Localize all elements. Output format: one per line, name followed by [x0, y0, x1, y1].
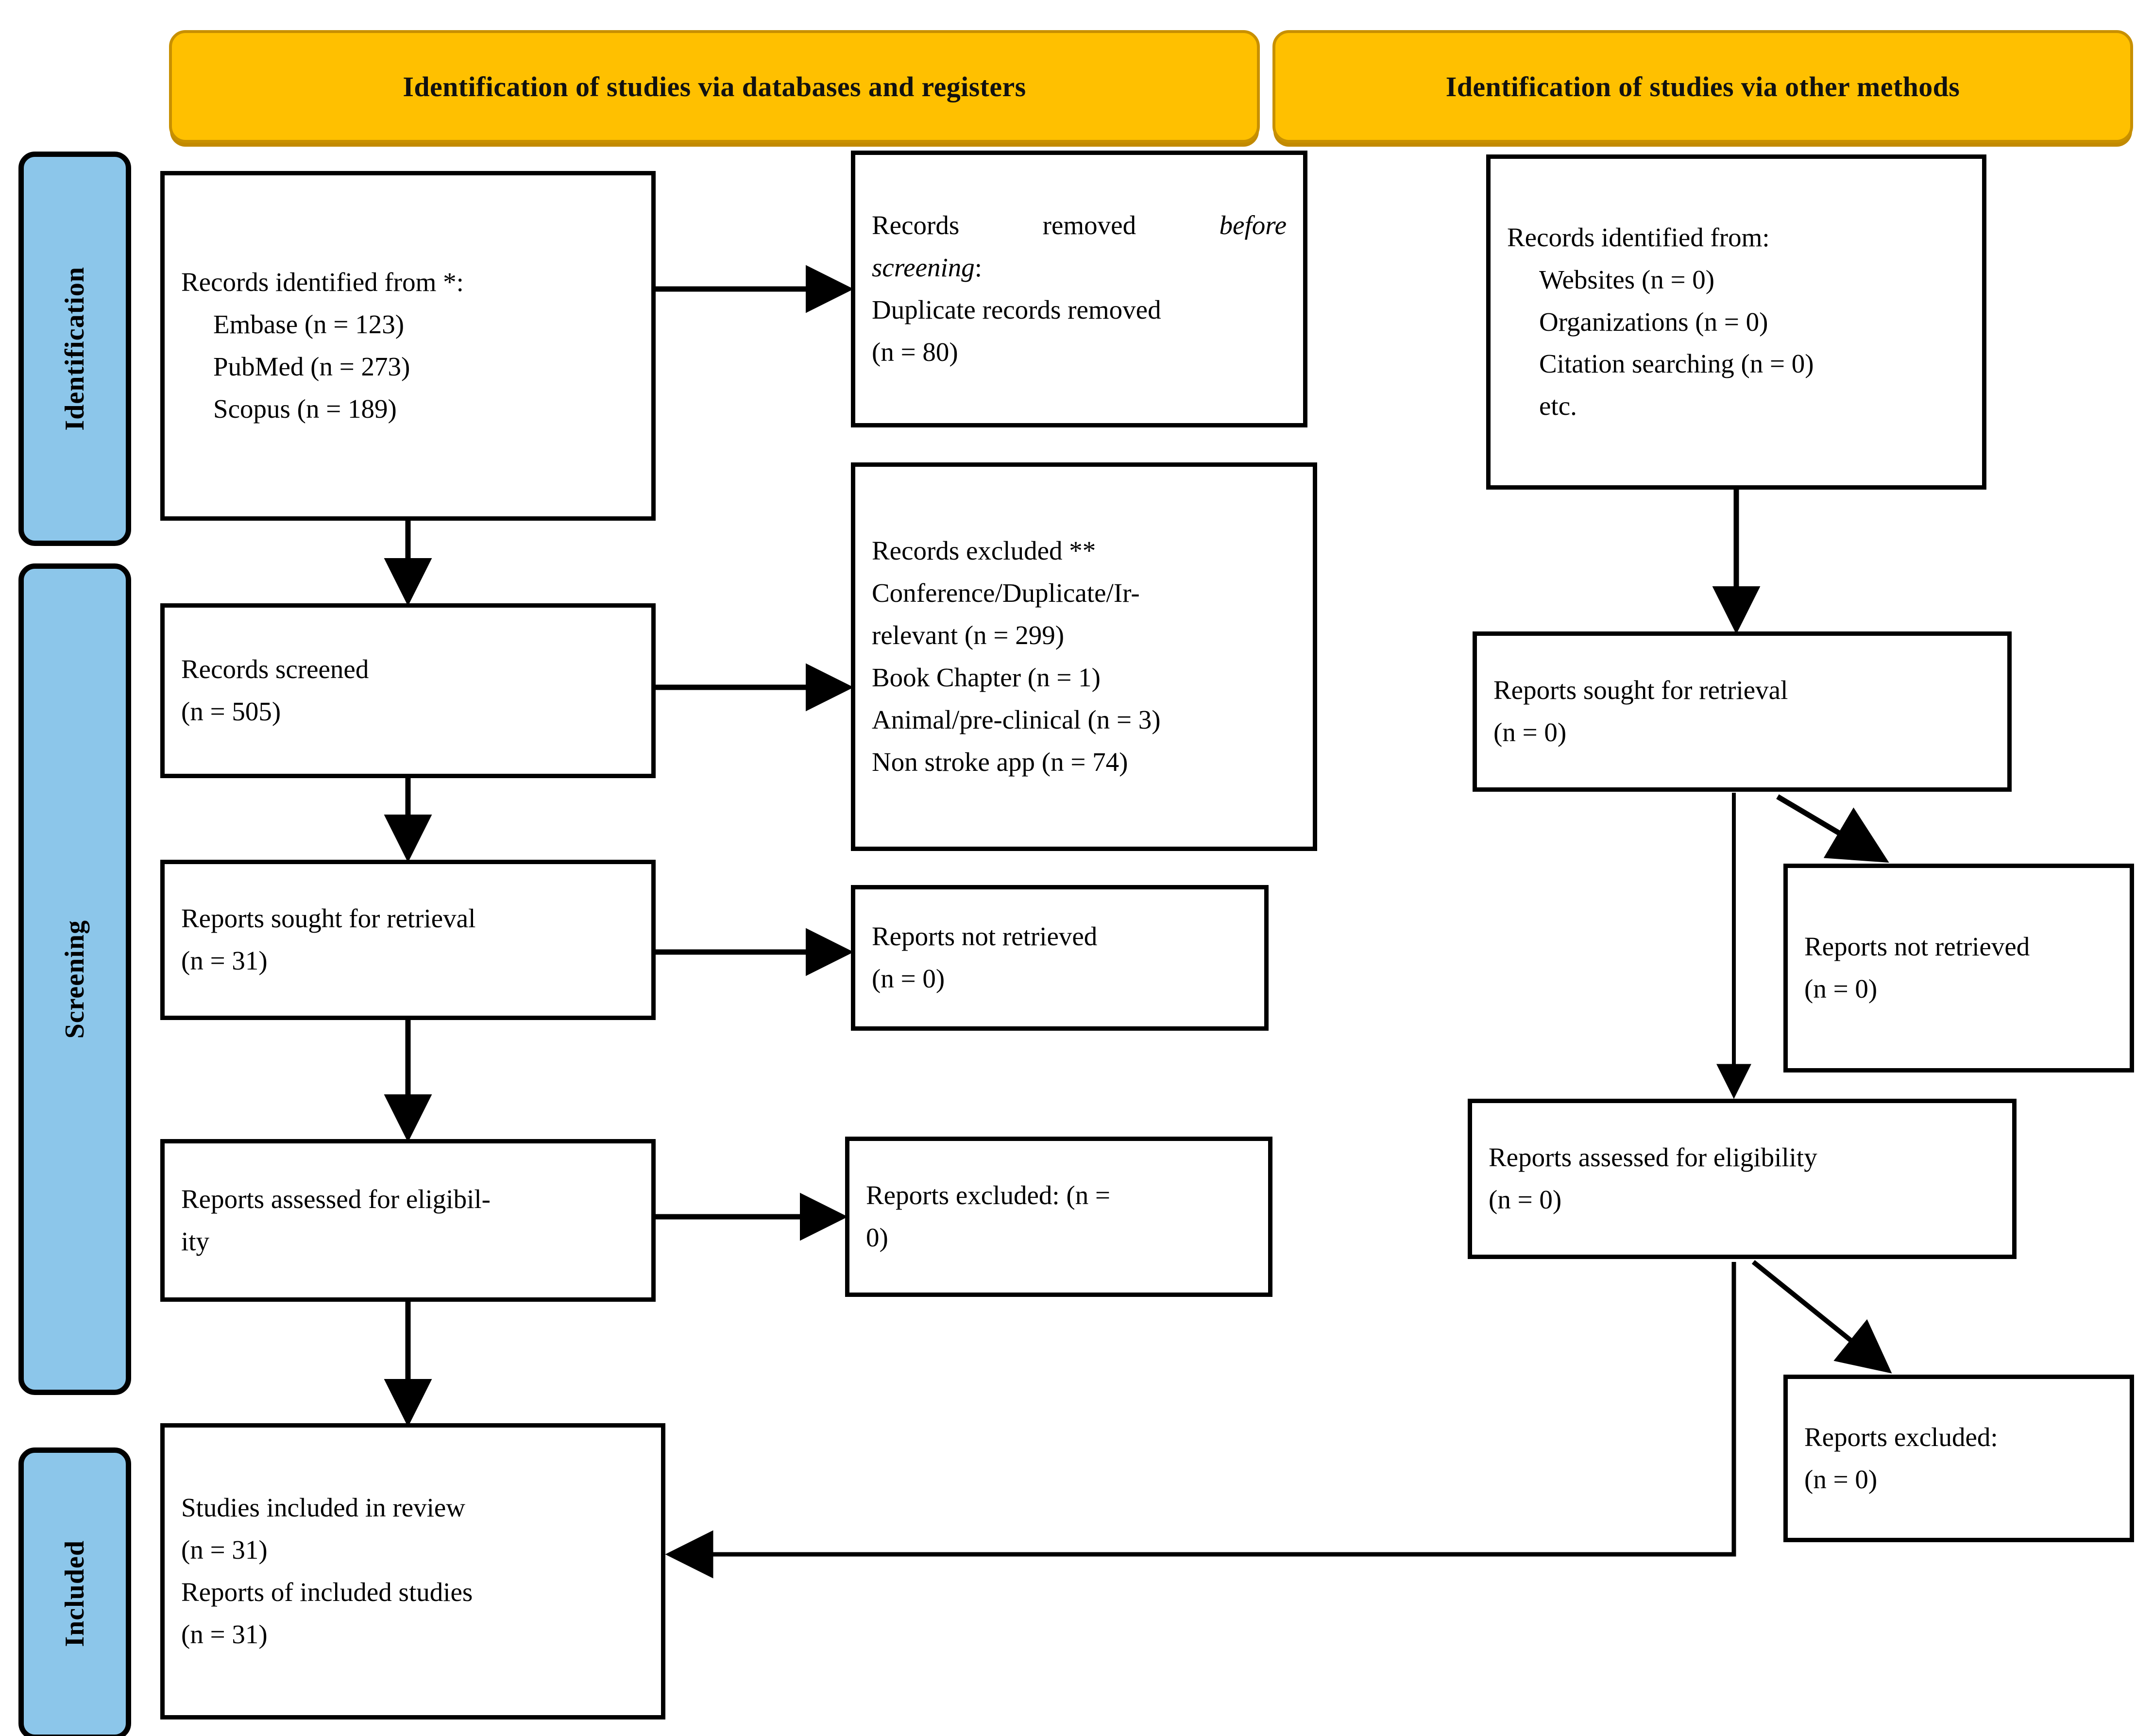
records-removed-line1: Records removed before — [872, 204, 1287, 247]
reports-not-retrieved-left-count: (n = 0) — [872, 964, 945, 993]
records-excluded-item-0: Conference/Duplicate/Ir- — [872, 578, 1140, 608]
arrow-right-assessed-to-excluded — [1751, 1260, 1892, 1374]
studies-included-line2: (n = 31) — [181, 1535, 268, 1565]
records-identified-other-item-organizations: Organizations (n = 0) — [1539, 306, 1768, 337]
records-screened-title: Records screened — [181, 654, 369, 684]
banner-other-methods: Identification of studies via other meth… — [1272, 30, 2133, 143]
box-records-removed-before-screening: Records removed before screening: Duplic… — [851, 151, 1307, 427]
box-reports-excluded-left: Reports excluded: (n = 0) — [845, 1137, 1272, 1297]
records-removed-line1-text: Records removed — [872, 210, 1220, 240]
box-reports-sought-right: Reports sought for retrieval (n = 0) — [1473, 631, 2012, 792]
records-removed-line2-tail: : — [974, 253, 983, 283]
records-identified-other-title: Records identified from: — [1507, 222, 1770, 252]
studies-included-line1: Studies included in review — [181, 1493, 466, 1523]
reports-excluded-left-line1: Reports excluded: (n = — [866, 1180, 1110, 1210]
box-reports-assessed-left: Reports assessed for eligibil- ity — [160, 1139, 656, 1302]
box-reports-not-retrieved-right: Reports not retrieved (n = 0) — [1783, 864, 2134, 1072]
arrow-right-sought-to-not-retrieved — [1776, 794, 1889, 863]
reports-not-retrieved-right-title: Reports not retrieved — [1804, 932, 2030, 962]
reports-excluded-right-line1: Reports excluded: — [1804, 1422, 1998, 1452]
records-excluded-item-2: Book Chapter (n = 1) — [872, 663, 1101, 692]
box-records-identified-databases: Records identified from *: Embase (n = 1… — [160, 171, 656, 521]
records-excluded-title: Records excluded ** — [872, 536, 1096, 566]
records-screened-count: (n = 505) — [181, 697, 281, 726]
records-identified-other-item-citation: Citation searching (n = 0) — [1539, 349, 1814, 379]
banner-databases-registers: Identification of studies via databases … — [169, 30, 1260, 143]
records-identified-item-scopus: Scopus (n = 189) — [213, 393, 397, 424]
reports-assessed-right-title: Reports assessed for eligibility — [1489, 1142, 1817, 1173]
records-removed-line3: Duplicate records removed — [872, 295, 1161, 324]
records-identified-other-item-etc: etc. — [1539, 391, 1577, 421]
records-excluded-item-3: Animal/pre-clinical (n = 3) — [872, 704, 1161, 734]
reports-assessed-left-line1: Reports assessed for eligibil- — [181, 1184, 491, 1214]
records-identified-item-pubmed: PubMed (n = 273) — [213, 352, 410, 381]
banner-other-methods-label: Identification of studies via other meth… — [1445, 70, 1960, 102]
reports-not-retrieved-left-title: Reports not retrieved — [872, 921, 1098, 952]
records-removed-before-em: before — [1219, 210, 1287, 240]
reports-sought-right-title: Reports sought for retrieval — [1493, 675, 1788, 705]
reports-sought-left-count: (n = 31) — [181, 946, 268, 975]
box-reports-sought-left: Reports sought for retrieval (n = 31) — [160, 860, 656, 1020]
records-removed-line2: screening: — [872, 247, 1287, 289]
records-identified-item-embase: Embase (n = 123) — [213, 309, 405, 340]
arrow-right-assessed-to-studies-included — [665, 1262, 1736, 1579]
stage-label-included: Included — [18, 1447, 131, 1736]
reports-not-retrieved-right-count: (n = 0) — [1804, 974, 1878, 1004]
box-reports-excluded-right: Reports excluded: (n = 0) — [1783, 1375, 2134, 1542]
box-reports-assessed-right: Reports assessed for eligibility (n = 0) — [1468, 1099, 2017, 1259]
box-records-screened: Records screened (n = 505) — [160, 603, 656, 778]
reports-excluded-left-line2: 0) — [866, 1223, 888, 1252]
reports-excluded-right-line2: (n = 0) — [1804, 1464, 1878, 1494]
studies-included-line3: Reports of included studies — [181, 1577, 473, 1607]
records-identified-title: Records identified from *: — [181, 267, 464, 297]
records-identified-other-item-websites: Websites (n = 0) — [1539, 264, 1715, 294]
box-records-identified-other: Records identified from: Websites (n = 0… — [1486, 154, 1986, 490]
stage-identification-text: Identification — [60, 267, 90, 431]
box-records-excluded: Records excluded ** Conference/Duplicate… — [851, 462, 1317, 851]
studies-included-line4: (n = 31) — [181, 1619, 268, 1649]
records-excluded-item-1: relevant (n = 299) — [872, 620, 1065, 650]
reports-sought-right-count: (n = 0) — [1493, 717, 1567, 747]
reports-assessed-right-count: (n = 0) — [1489, 1185, 1562, 1214]
stage-screening-text: Screening — [60, 919, 90, 1039]
stage-label-screening: Screening — [18, 563, 131, 1395]
stage-label-identification: Identification — [18, 152, 131, 546]
stage-included-text: Included — [60, 1540, 90, 1647]
reports-assessed-left-line2: ity — [181, 1226, 210, 1256]
box-reports-not-retrieved-left: Reports not retrieved (n = 0) — [851, 885, 1269, 1031]
reports-sought-left-title: Reports sought for retrieval — [181, 903, 476, 934]
box-studies-included: Studies included in review (n = 31) Repo… — [160, 1423, 665, 1719]
records-removed-screening-em: screening — [872, 253, 975, 283]
records-removed-line4: (n = 80) — [872, 337, 958, 367]
records-excluded-item-4: Non stroke app (n = 74) — [872, 747, 1128, 777]
banner-databases-label: Identification of studies via databases … — [403, 70, 1026, 102]
